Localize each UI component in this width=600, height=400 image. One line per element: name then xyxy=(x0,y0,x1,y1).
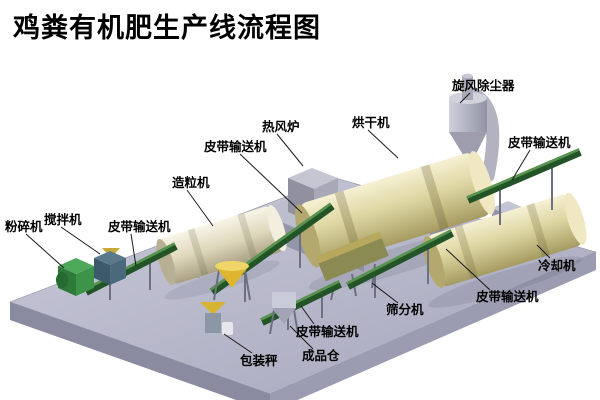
leader-dryer xyxy=(367,129,399,159)
leader-cyclone xyxy=(459,92,471,104)
feed-hopper xyxy=(213,261,251,301)
leader-mixer xyxy=(60,226,101,255)
leader-bin xyxy=(289,325,314,350)
label-belt-conveyor-bottom-center: 皮带输送机 xyxy=(295,324,359,339)
label-granulator: 造粒机 xyxy=(172,175,210,190)
leader-belt-tl xyxy=(239,153,303,214)
leader-screen xyxy=(371,282,399,304)
packing-scale xyxy=(200,302,233,335)
dryer-drum xyxy=(295,151,495,268)
cooler-shadow xyxy=(428,256,582,308)
label-crusher: 粉碎机 xyxy=(5,219,43,234)
leader-lines xyxy=(25,92,551,354)
label-screening-machine: 筛分机 xyxy=(386,302,424,317)
belt-conveyor-feed-legs xyxy=(244,233,301,302)
leader-cooler xyxy=(536,244,551,259)
label-belt-conveyor-bottom-right: 皮带输送机 xyxy=(475,289,539,304)
belt-conveyor-screen-legs xyxy=(374,249,429,298)
label-cyclone-dust-collector: 旋风除尘器 xyxy=(451,78,515,93)
label-finished-product-bin: 成品仓 xyxy=(302,348,340,363)
leader-belt-bc xyxy=(300,305,315,325)
label-mixer: 搅拌机 xyxy=(44,212,82,227)
belt-conveyor-left-legs xyxy=(109,263,151,300)
label-belt-conveyor-top-left: 皮带输送机 xyxy=(203,139,267,154)
mixer xyxy=(94,248,126,285)
cyclone-dust-collector xyxy=(449,73,500,183)
belt-conveyor-right xyxy=(466,148,582,204)
label-belt-conveyor-left: 皮带输送机 xyxy=(107,219,171,234)
belt-conveyor-to-cooler xyxy=(346,229,455,290)
label-dryer: 烘干机 xyxy=(352,115,390,130)
leader-packing xyxy=(223,333,253,354)
leader-furnace xyxy=(276,133,304,167)
leader-granulator xyxy=(186,189,214,227)
leader-belt-tr xyxy=(511,149,531,181)
page-title: 鸡粪有机肥生产线流程图 xyxy=(13,13,321,43)
label-hot-air-furnace: 热风炉 xyxy=(262,119,300,134)
label-packing-scale: 包装秤 xyxy=(239,353,278,368)
leader-crusher xyxy=(25,233,65,269)
label-cooler: 冷却机 xyxy=(538,258,576,273)
label-belt-conveyor-top-right: 皮带输送机 xyxy=(507,135,571,150)
belt-conveyor-right-legs xyxy=(499,168,553,225)
leader-belt-left xyxy=(130,233,137,267)
finished-product-bin xyxy=(269,292,299,335)
leader-belt-br xyxy=(445,248,491,291)
crusher xyxy=(56,258,94,296)
